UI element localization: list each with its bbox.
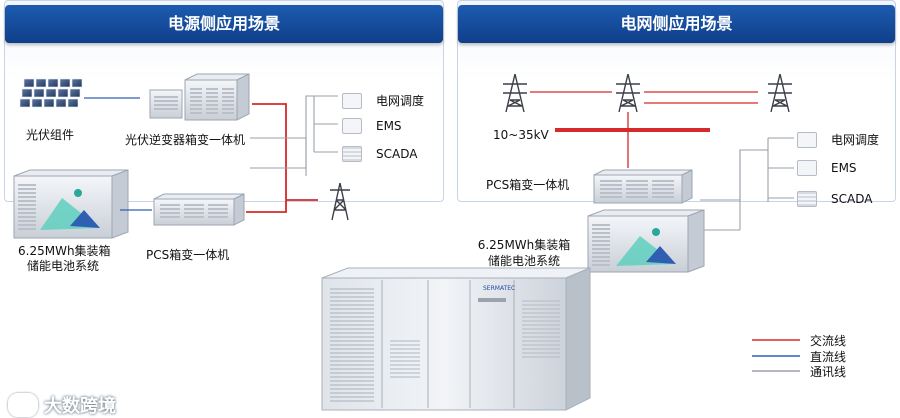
legend-ac-label: 交流线: [810, 334, 847, 348]
right-battery-container-icon: [587, 209, 705, 273]
right-battery-label-2: 储能电池系统: [487, 254, 560, 268]
right-ac-lines: [530, 91, 758, 168]
grid-side-title: 电网侧应用场景: [458, 5, 895, 43]
left-ac-bus: [246, 103, 287, 213]
monitor-icon: [797, 131, 817, 148]
left-pcs-icon: [153, 193, 245, 226]
grid-side-panel: 电网侧应用场景: [457, 0, 896, 202]
right-tower-right-icon: [768, 73, 792, 113]
left-control-scada: SCADA: [342, 146, 417, 162]
legend-dc-label: 直流线: [810, 350, 847, 364]
product-brand-label: SERMATEC: [483, 285, 515, 292]
legend-swatches: [752, 339, 800, 372]
right-tower-center-icon: [616, 73, 640, 113]
left-control-ems: EMS: [342, 118, 402, 134]
right-comm-lines: [700, 137, 794, 231]
energy-storage-container-icon: [321, 267, 591, 411]
monitor-icon: [342, 92, 362, 109]
left-battery-label-2: 储能电池系统: [26, 259, 99, 273]
right-control-scada: SCADA: [797, 191, 872, 207]
watermark: 大数跨境: [8, 392, 116, 418]
pv-module-icon: [19, 78, 83, 108]
power-side-title: 电源侧应用场景: [5, 5, 443, 43]
left-control-grid-dispatch: 电网调度: [342, 92, 424, 109]
watermark-text: 大数跨境: [44, 396, 116, 417]
left-battery-container-icon: [13, 169, 129, 239]
right-pcs-label: PCS箱变一体机: [486, 178, 570, 192]
watermark-logo-icon: [8, 393, 38, 417]
voltage-label: 10~35kV: [493, 128, 549, 142]
left-connection-lines: [84, 95, 338, 213]
left-transmission-tower-icon: [330, 182, 350, 221]
monitor-icon: [797, 160, 817, 176]
right-control-grid-dispatch: 电网调度: [797, 131, 879, 148]
server-rack-icon: [797, 191, 817, 207]
left-comm-loop: [250, 137, 307, 169]
right-control-ems: EMS: [797, 160, 857, 176]
left-battery-label-1: 6.25MWh集装箱: [18, 244, 111, 258]
server-rack-icon: [342, 146, 362, 162]
right-battery-label-1: 6.25MWh集装箱: [477, 238, 571, 252]
right-tower-left-icon: [503, 73, 527, 113]
legend-comm-label: 通讯线: [810, 365, 847, 379]
left-comm-branch: [305, 95, 318, 124]
inverter-label: 光伏逆变器箱变一体机: [125, 133, 246, 147]
right-pcs-icon: [593, 169, 693, 204]
pv-module-label: 光伏组件: [26, 128, 75, 142]
pv-inverter-transformer-icon: [149, 73, 250, 121]
left-pcs-label: PCS箱变一体机: [146, 248, 230, 262]
monitor-icon: [342, 118, 362, 134]
